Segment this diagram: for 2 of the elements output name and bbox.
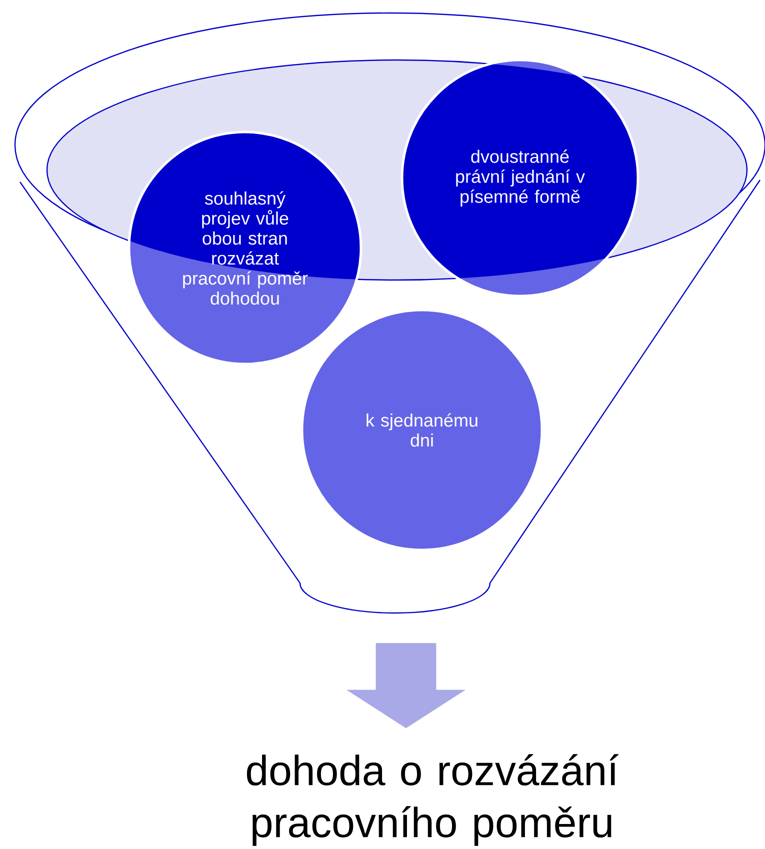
block-arrow xyxy=(346,643,466,728)
result-text: dohoda o rozvázání pracovního poměru xyxy=(246,754,618,846)
